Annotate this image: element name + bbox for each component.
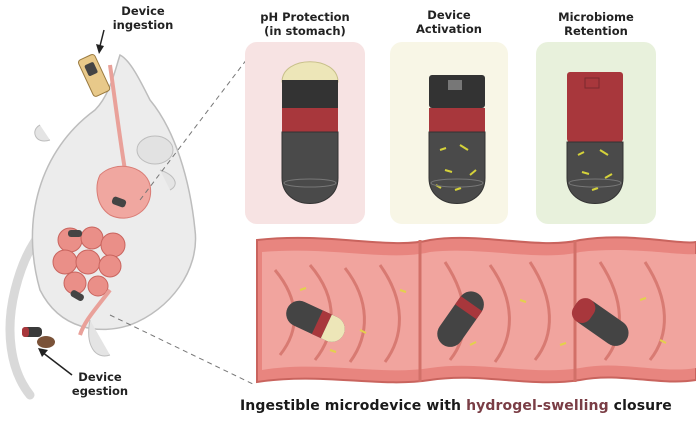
device-egestion-label: Device egestion (71, 370, 129, 398)
capsule-retention (566, 72, 624, 204)
stage-title-line: Device (427, 8, 471, 22)
caption-highlight: hydrogel-swelling (466, 398, 609, 414)
caption-prefix: Ingestible microdevice with (240, 398, 467, 414)
stage-title-line: Retention (564, 24, 628, 38)
intestine-section (256, 236, 696, 384)
caption-suffix: closure (608, 398, 672, 414)
capsule-activated (428, 75, 486, 204)
stage-title-activation: Device Activation (390, 8, 508, 36)
figure-caption: Ingestible microdevice with hydrogel-swe… (240, 398, 672, 414)
stage-title-line: Microbiome (558, 10, 634, 24)
stage-title-line: (in stomach) (264, 24, 346, 38)
stage-title-line: pH Protection (260, 10, 350, 24)
capsule-closed (281, 61, 339, 204)
stage-title-line: Activation (416, 22, 482, 36)
mouse-illustration (5, 29, 256, 400)
ingested-device-icon (77, 53, 111, 97)
device-ingestion-label: Device ingestion (112, 4, 174, 32)
stage-title-ph-protection: pH Protection (in stomach) (245, 10, 365, 38)
stage-title-retention: Microbiome Retention (536, 10, 656, 38)
